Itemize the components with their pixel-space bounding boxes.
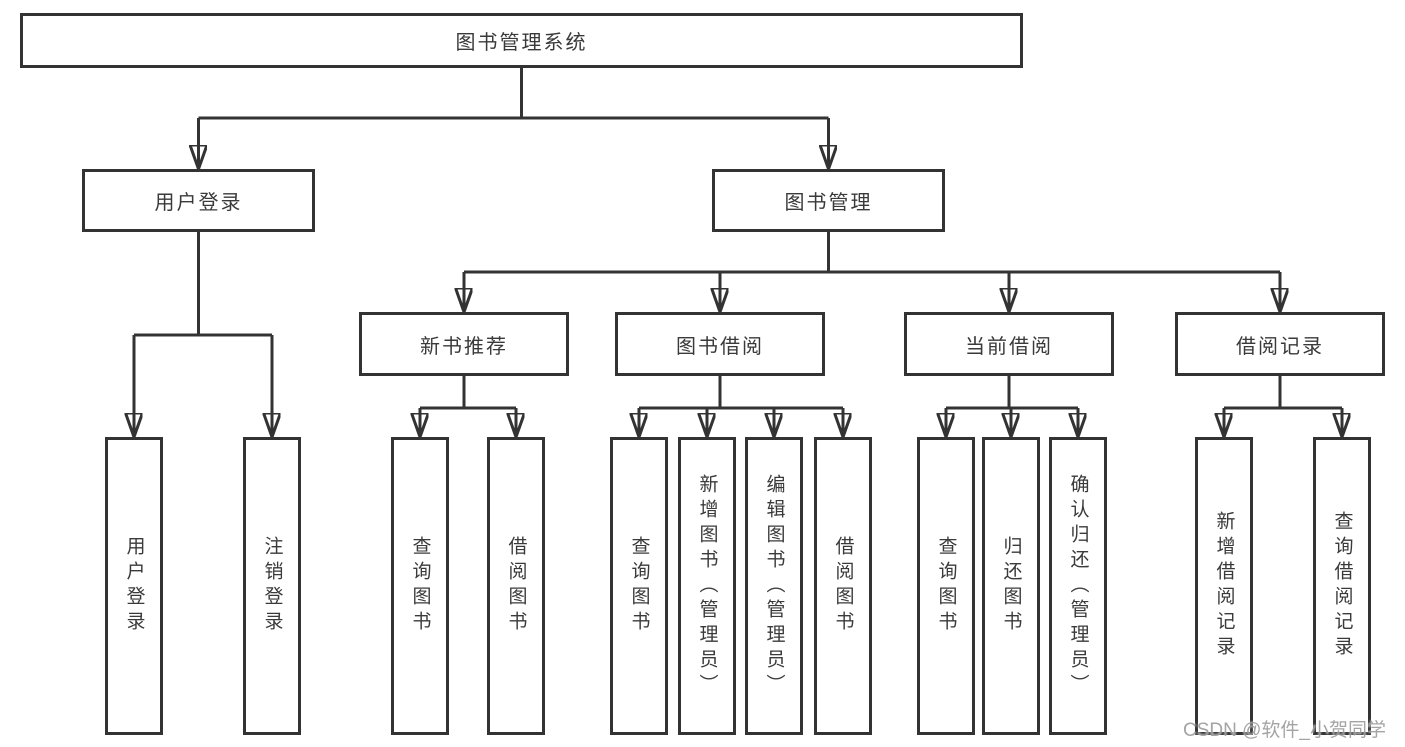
node-recommend-query-books: 查询图书 <box>391 437 449 735</box>
node-borrowing-records: 借阅记录 <box>1175 312 1385 376</box>
connector-book-management-children <box>464 232 1280 312</box>
node-current-confirm-return-admin: 确认归还（管理员） <box>1049 437 1107 735</box>
node-logout-leaf: 注销登录 <box>243 437 301 735</box>
node-borrowing-borrow-books: 借阅图书 <box>814 437 872 735</box>
node-user-login: 用户登录 <box>82 169 315 232</box>
node-current-return-books: 归还图书 <box>982 437 1040 735</box>
node-current-borrowing: 当前借阅 <box>904 312 1114 376</box>
node-user-login-leaf: 用户登录 <box>105 437 163 735</box>
node-borrowing-edit-books-admin: 编辑图书（管理员） <box>745 437 803 735</box>
node-records-add-borrow-record: 新增借阅记录 <box>1195 437 1253 735</box>
connector-book-borrowing-children <box>639 376 843 437</box>
node-book-borrowing: 图书借阅 <box>615 312 825 376</box>
node-current-query-books: 查询图书 <box>917 437 975 735</box>
node-borrowing-add-books-admin: 新增图书（管理员） <box>678 437 736 735</box>
connector-borrowing-records-children <box>1224 376 1342 437</box>
node-records-query-borrow-record: 查询借阅记录 <box>1313 437 1371 735</box>
csdn-watermark: CSDN @软件_小贺同学 <box>1183 720 1386 741</box>
node-recommend-borrow-books: 借阅图书 <box>487 437 545 735</box>
node-new-book-recommend: 新书推荐 <box>359 312 569 376</box>
connector-current-borrowing-children <box>946 376 1078 437</box>
connector-user-login-children <box>134 232 272 437</box>
node-borrowing-query-books: 查询图书 <box>610 437 668 735</box>
node-book-management: 图书管理 <box>712 169 945 232</box>
connector-root-to-level2 <box>199 68 829 169</box>
node-library-management-system: 图书管理系统 <box>20 13 1023 68</box>
connector-new-book-recommend-children <box>420 376 516 437</box>
